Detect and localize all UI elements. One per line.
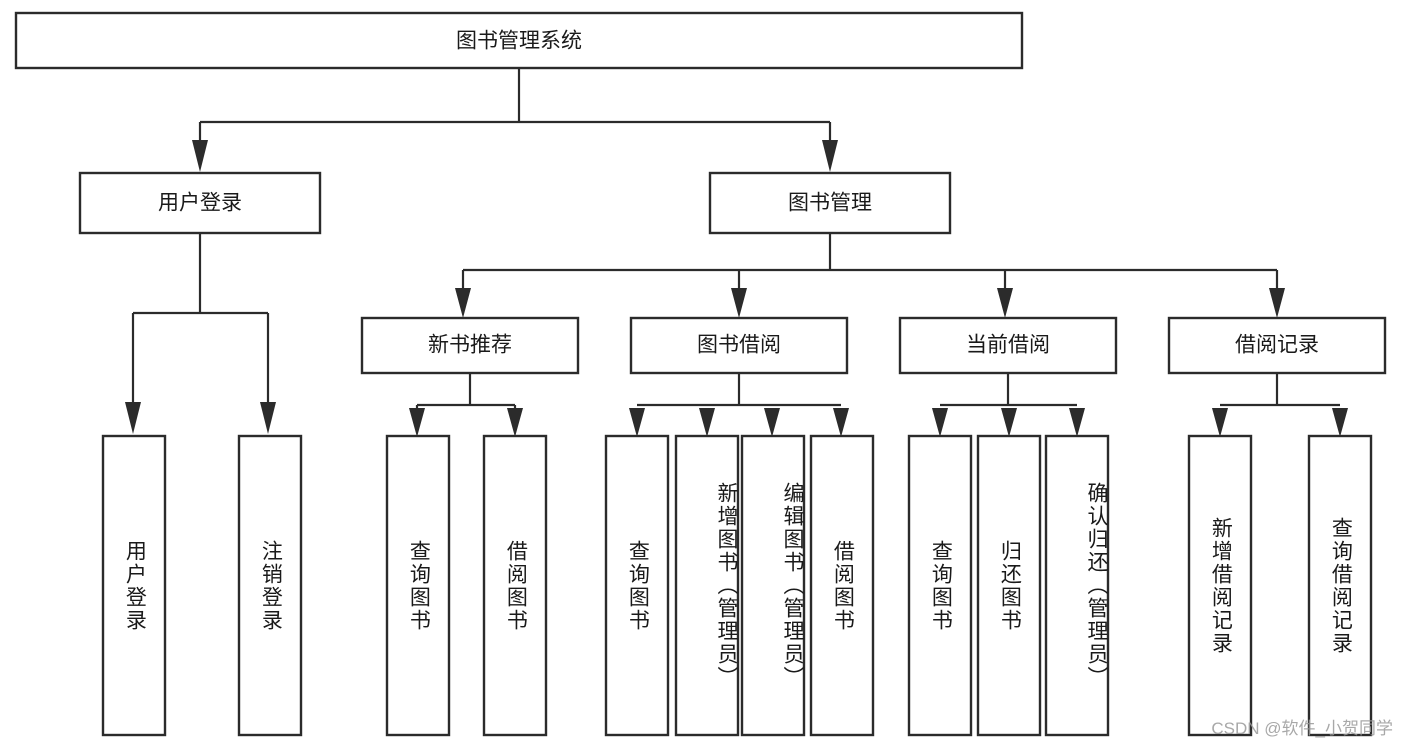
node-user-login[interactable]: 用户登录 — [78, 171, 322, 235]
arrow-head-user-login — [192, 140, 208, 172]
arrow-head-leaf-query-book-1 — [409, 408, 425, 437]
node-leaf-query-book-3-rect[interactable] — [907, 434, 973, 737]
node-root-label: 图书管理系统 — [456, 30, 582, 53]
arrow-head-leaf-user-logout — [260, 402, 276, 434]
arrow-head-borrow-record — [1269, 288, 1285, 318]
arrow-head-leaf-return-book — [1001, 408, 1017, 437]
node-root[interactable]: 图书管理系统 — [14, 11, 1024, 70]
node-current-borrow-rect[interactable] — [898, 316, 1118, 375]
node-borrow-record-label: 借阅记录 — [1235, 334, 1319, 357]
node-leaf-query-record-rect[interactable] — [1307, 434, 1373, 737]
node-book-borrow[interactable]: 图书借阅 — [629, 316, 849, 375]
node-leaf-confirm-return-rect[interactable] — [1044, 434, 1110, 737]
node-book-borrow-rect[interactable] — [629, 316, 849, 375]
node-current-borrow-label: 当前借阅 — [966, 334, 1050, 357]
arrow-head-leaf-borrow-book-2 — [833, 408, 849, 437]
arrow-head-leaf-query-book-3 — [932, 408, 948, 437]
arrow-head-leaf-borrow-book-1 — [507, 408, 523, 437]
node-book-manage[interactable]: 图书管理 — [708, 171, 952, 235]
arrow-head-current-borrow — [997, 288, 1013, 318]
node-leaf-add-record-rect[interactable] — [1187, 434, 1253, 737]
arrow-head-leaf-user-login — [125, 402, 141, 434]
watermark-text: CSDN @软件_小贺同学 — [1211, 719, 1393, 738]
node-user-login-rect[interactable] — [78, 171, 322, 235]
arrow-head-leaf-query-record — [1332, 408, 1348, 437]
connector-group-book-manage — [455, 233, 1285, 318]
node-new-book-recommend-label: 新书推荐 — [428, 334, 512, 357]
node-leaf-user-logout-rect[interactable] — [237, 434, 303, 737]
arrow-head-book-manage — [822, 140, 838, 172]
arrow-head-leaf-add-book — [699, 408, 715, 437]
node-leaf-add-book-rect[interactable] — [674, 434, 740, 737]
node-root-rect[interactable] — [14, 11, 1024, 70]
node-borrow-record-rect[interactable] — [1167, 316, 1387, 375]
arrow-head-book-borrow — [731, 288, 747, 318]
node-book-manage-label: 图书管理 — [788, 192, 872, 215]
arrow-head-leaf-edit-book — [764, 408, 780, 437]
node-new-book-recommend-rect[interactable] — [360, 316, 580, 375]
arrow-head-leaf-query-book-2 — [629, 408, 645, 437]
node-leaf-query-book-1-rect[interactable] — [385, 434, 451, 737]
node-borrow-record[interactable]: 借阅记录 — [1167, 316, 1387, 375]
node-new-book-recommend[interactable]: 新书推荐 — [360, 316, 580, 375]
node-user-login-label: 用户登录 — [158, 192, 242, 215]
arrow-head-leaf-confirm-return — [1069, 408, 1085, 437]
connector-group-borrow-record — [1212, 373, 1348, 437]
node-current-borrow[interactable]: 当前借阅 — [898, 316, 1118, 375]
connector-group-user-login — [125, 233, 276, 434]
connector-group-current-borrow — [932, 373, 1085, 437]
node-leaf-return-book-rect[interactable] — [976, 434, 1042, 737]
arrow-head-new-book-recommend — [455, 288, 471, 318]
connector-group-book-borrow — [629, 373, 849, 437]
node-leaf-query-book-2-rect[interactable] — [604, 434, 670, 737]
node-leaf-edit-book-rect[interactable] — [740, 434, 806, 737]
connector-group-new-book-recommend — [409, 373, 523, 437]
connector-group-root — [192, 68, 838, 172]
node-leaf-borrow-book-2-rect[interactable] — [809, 434, 875, 737]
arrow-head-leaf-add-record — [1212, 408, 1228, 437]
node-book-manage-rect[interactable] — [708, 171, 952, 235]
node-leaf-user-login-rect[interactable] — [101, 434, 167, 737]
node-leaf-borrow-book-1-rect[interactable] — [482, 434, 548, 737]
node-book-borrow-label: 图书借阅 — [697, 334, 781, 357]
